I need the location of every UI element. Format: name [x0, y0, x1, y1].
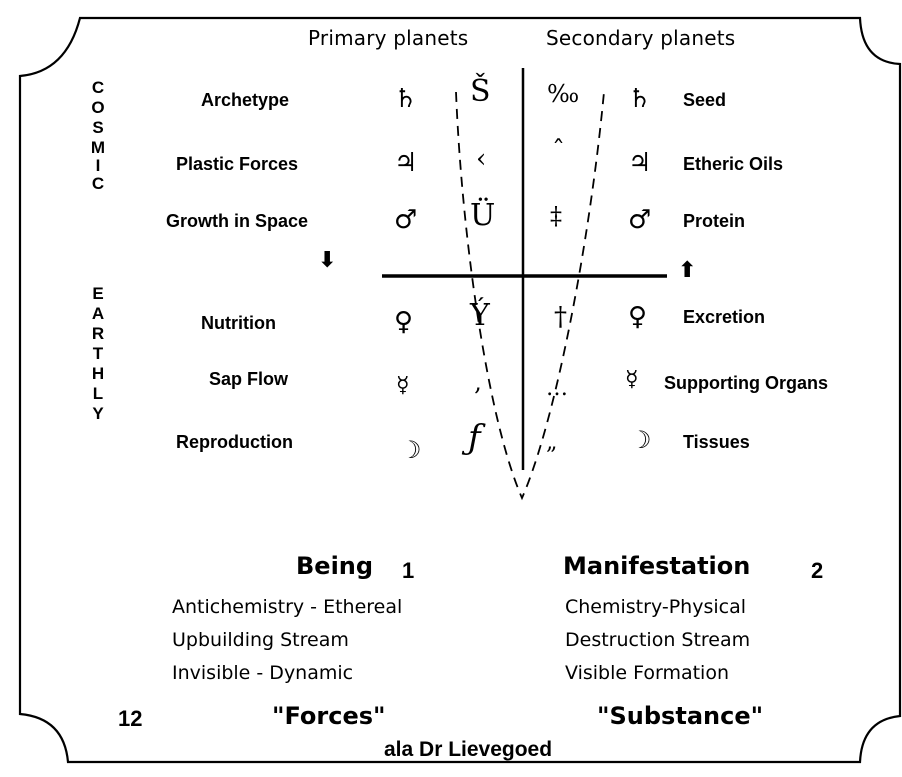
vertical-cosmic: C O S M I C	[88, 78, 108, 194]
being-number: 1	[402, 558, 415, 583]
jupiter-icon: ♃	[628, 148, 652, 178]
manifestation-title: Manifestation	[563, 552, 751, 580]
earthly-letter: R	[91, 324, 105, 343]
saturn-icon: ♄	[628, 84, 652, 114]
inner-left-glyph: ‚	[474, 368, 482, 396]
dashed-parabola	[455, 91, 605, 501]
right-label-supporting-organs: Supporting Organs	[664, 373, 828, 393]
forces-label: "Forces"	[272, 702, 386, 730]
right-label-seed: Seed	[683, 90, 727, 110]
being-line-1: Antichemistry - Ethereal	[172, 596, 403, 618]
inner-right-glyph: ‰	[547, 80, 580, 108]
being-title: Being	[296, 552, 374, 580]
inner-right-glyph: ‡	[550, 202, 562, 230]
right-label-tissues: Tissues	[683, 432, 750, 452]
credit-label: ala Dr Lievegoed	[384, 738, 553, 761]
inner-left-glyph: Ý	[470, 298, 490, 333]
left-label-sap-flow: Sap Flow	[209, 369, 289, 389]
mercury-icon: ☿	[396, 373, 410, 398]
earthly-letter: E	[92, 284, 104, 303]
earthly-letter: A	[91, 304, 105, 323]
jupiter-icon: ♃	[394, 148, 418, 178]
earthly-letter: H	[91, 364, 105, 383]
earthly-letter: L	[92, 384, 104, 403]
cosmic-letter: I	[95, 156, 101, 175]
right-label-excretion: Excretion	[683, 307, 766, 327]
mars-icon: ♂	[394, 205, 418, 235]
left-label-nutrition: Nutrition	[201, 313, 276, 333]
manifestation-line-3: Visible Formation	[565, 662, 730, 684]
arrow-up-icon: ⬆	[678, 258, 697, 283]
cosmic-letter: C	[91, 78, 105, 97]
inner-right-glyph: …	[546, 376, 568, 401]
venus-icon: ♀	[628, 302, 648, 332]
inner-right-glyph: †	[554, 302, 567, 332]
cosmic-letter: M	[90, 138, 106, 157]
manifestation-number: 2	[811, 558, 824, 583]
right-label-protein: Protein	[683, 211, 746, 231]
left-label-reproduction: Reproduction	[176, 432, 293, 452]
manifestation-line-1: Chemistry-Physical	[565, 596, 747, 618]
inner-left-glyph: ƒ	[468, 418, 481, 458]
vertical-earthly: E A R T H L Y	[88, 284, 108, 424]
being-line-2: Upbuilding Stream	[172, 629, 349, 651]
right-label-etheric-oils: Etheric Oils	[683, 154, 784, 174]
saturn-icon: ♄	[394, 84, 418, 114]
venus-icon: ♀	[394, 307, 414, 337]
inner-left-glyph: Š	[470, 74, 491, 109]
inner-right-glyph: ˆ	[552, 136, 565, 166]
left-label-archetype: Archetype	[201, 90, 290, 110]
left-label-plastic-forces: Plastic Forces	[176, 154, 299, 174]
inner-left-glyph: Ü	[470, 198, 496, 233]
inner-right-glyph: „	[546, 430, 558, 455]
twelve-label: 12	[118, 706, 143, 731]
arrow-down-icon: ⬇	[318, 248, 337, 273]
substance-label: "Substance"	[597, 702, 764, 730]
cosmic-letter: O	[91, 98, 105, 117]
mercury-icon: ☿	[625, 367, 639, 392]
cosmic-letter: C	[91, 174, 105, 193]
earthly-letter: T	[92, 344, 104, 363]
mars-icon: ♂	[628, 205, 652, 235]
moon-icon: ☽	[400, 436, 422, 464]
being-line-3: Invisible - Dynamic	[172, 662, 354, 684]
manifestation-line-2: Destruction Stream	[565, 629, 751, 651]
inner-left-glyph: ‹	[476, 144, 487, 174]
cosmic-letter: S	[92, 118, 104, 137]
left-label-growth-in-space: Growth in Space	[166, 211, 309, 231]
secondary-planets-header: Secondary planets	[546, 26, 736, 50]
primary-planets-header: Primary planets	[308, 26, 469, 50]
moon-icon: ☽	[630, 426, 652, 454]
earthly-letter: Y	[92, 404, 104, 423]
